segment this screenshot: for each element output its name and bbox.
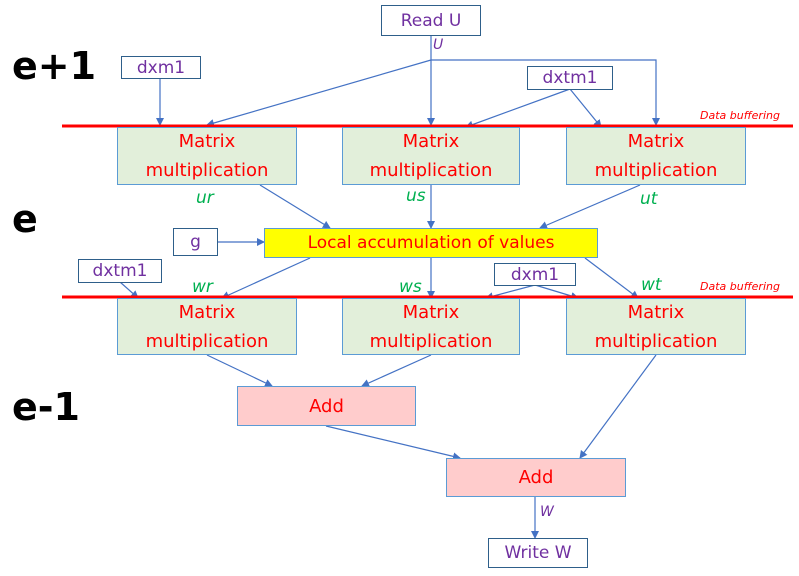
var-wt-label: wt [641, 275, 662, 295]
matrix-mult-ws: Matrix multiplication [342, 298, 520, 355]
arrow-mm5-to-add1 [361, 354, 432, 387]
arrow-u-to-mm1 [206, 59, 432, 127]
add-node-1: Add [237, 386, 416, 426]
var-ur-label: ur [196, 188, 214, 208]
write-w-node: Write W [488, 538, 588, 568]
dxtm1-node-bottom: dxtm1 [78, 259, 162, 283]
arrow-wt [584, 257, 639, 299]
matrix-label-line2: multiplication [594, 160, 718, 181]
arrow-dxtm1b-to-mm4 [119, 281, 139, 299]
var-ws-label: ws [399, 277, 422, 297]
matrix-label-line1: Matrix [627, 131, 685, 152]
var-u-label: U [433, 37, 444, 53]
var-ut-label: ut [640, 189, 658, 209]
g-node: g [173, 228, 218, 256]
stage-label-e-minus-1: e-1 [12, 385, 80, 429]
matrix-label-line1: Matrix [178, 131, 236, 152]
matrix-label-line2: multiplication [369, 160, 493, 181]
arrow-dxtm1-to-mm3 [569, 88, 602, 128]
matrix-label-line2: multiplication [594, 330, 718, 352]
matrix-label-line1: Matrix [178, 301, 236, 323]
matrix-label-line2: multiplication [369, 330, 493, 352]
arrow-add1-to-add2 [325, 425, 461, 461]
var-us-label: us [406, 186, 426, 206]
arrow-ut [539, 184, 641, 229]
dxtm1-node-top: dxtm1 [527, 66, 613, 90]
matrix-label-line2: multiplication [145, 330, 269, 352]
add-node-2: Add [446, 458, 626, 497]
local-accumulation-node: Local accumulation of values [264, 228, 598, 258]
arrow-ur [259, 184, 331, 229]
stage-label-e-plus-1: e+1 [12, 44, 97, 88]
matrix-mult-wt: Matrix multiplication [566, 298, 746, 355]
dxm1-node-bottom: dxm1 [494, 263, 576, 286]
matrix-mult-us: Matrix multiplication [342, 127, 520, 185]
matrix-mult-ut: Matrix multiplication [566, 127, 746, 185]
arrow-mm4-to-add1 [206, 354, 273, 387]
dxm1-node-top: dxm1 [121, 56, 201, 79]
matrix-label-line1: Matrix [402, 131, 460, 152]
data-buffering-label-bottom: Data buffering [700, 280, 780, 293]
matrix-mult-ur: Matrix multiplication [117, 127, 297, 185]
arrow-dxtm1-to-mm2 [465, 88, 571, 129]
arrow-mm6-to-add2 [579, 354, 657, 459]
arrow-u-to-mm3 [431, 59, 660, 126]
arrow-wr [221, 257, 311, 299]
matrix-label-line1: Matrix [402, 301, 460, 323]
matrix-label-line2: multiplication [145, 160, 269, 181]
var-wr-label: wr [192, 277, 213, 297]
data-buffering-label-top: Data buffering [700, 109, 780, 122]
var-w-label: W [540, 504, 554, 520]
stage-label-e: e [12, 197, 38, 241]
read-u-node: Read U [381, 5, 481, 36]
matrix-mult-wr: Matrix multiplication [117, 298, 297, 355]
matrix-label-line1: Matrix [627, 301, 685, 323]
